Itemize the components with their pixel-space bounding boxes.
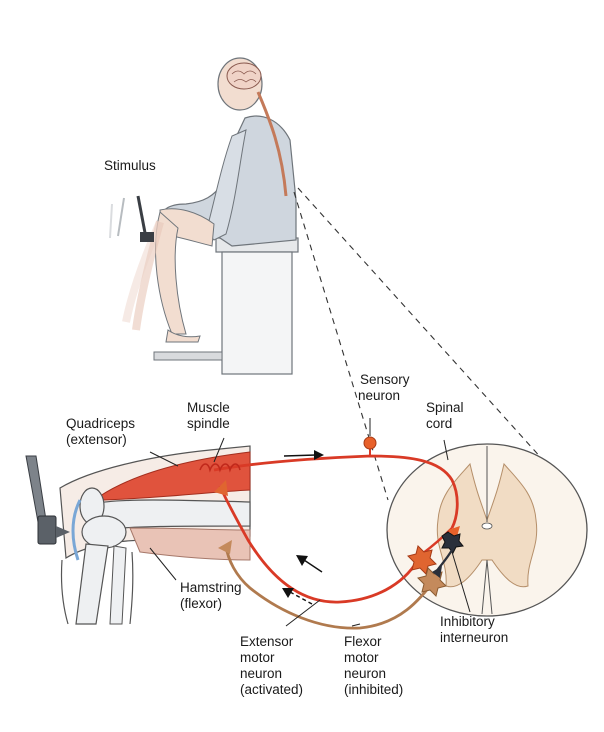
foot [165, 329, 201, 343]
hamstring-label: Hamstring(flexor) [180, 580, 242, 611]
figure-spinal-cord [256, 91, 288, 197]
arrow-extensor-motor [303, 559, 323, 573]
inhibitory-interneuron-body [441, 531, 464, 554]
extensor-muscle-ending [214, 480, 228, 496]
leader-lines [149, 418, 471, 627]
reflex-hammer-top [109, 195, 154, 242]
spinal-cord-section [386, 443, 588, 617]
flexor-muscle-ending [218, 540, 232, 554]
sensory-neuron-cell-body [363, 436, 377, 450]
muscle-spindle-coil [199, 463, 241, 473]
arm [205, 129, 247, 241]
ventral-fissure [481, 559, 493, 615]
extensor-motor-pathway [218, 485, 422, 604]
ghost-leg-2 [122, 220, 164, 323]
quadriceps-label: Quadriceps(extensor) [66, 416, 135, 447]
sensory-pathway [213, 454, 459, 529]
quadriceps-muscle [99, 451, 251, 501]
hamstring-muscle [129, 527, 251, 561]
patellar-tendon [71, 499, 82, 561]
brain-folds [231, 70, 257, 83]
stimulus-label: Stimulus [104, 158, 156, 173]
leg-detail [25, 445, 251, 625]
flexor-motor-pathway [224, 545, 438, 630]
arrows [282, 450, 324, 605]
tibia-bone [75, 543, 109, 625]
shin-outline [60, 551, 134, 625]
fibula-bone [109, 545, 127, 625]
seated-person-figure [109, 57, 299, 375]
reflex-hammer [25, 455, 70, 545]
stool [153, 237, 299, 375]
knee-joint [81, 515, 127, 549]
central-canal [481, 522, 493, 530]
brain [226, 62, 262, 90]
interneuron-terminal [432, 566, 442, 578]
arrow-sensory [283, 454, 317, 457]
femur-bone [91, 499, 251, 531]
ghost-leg-1 [132, 220, 164, 331]
